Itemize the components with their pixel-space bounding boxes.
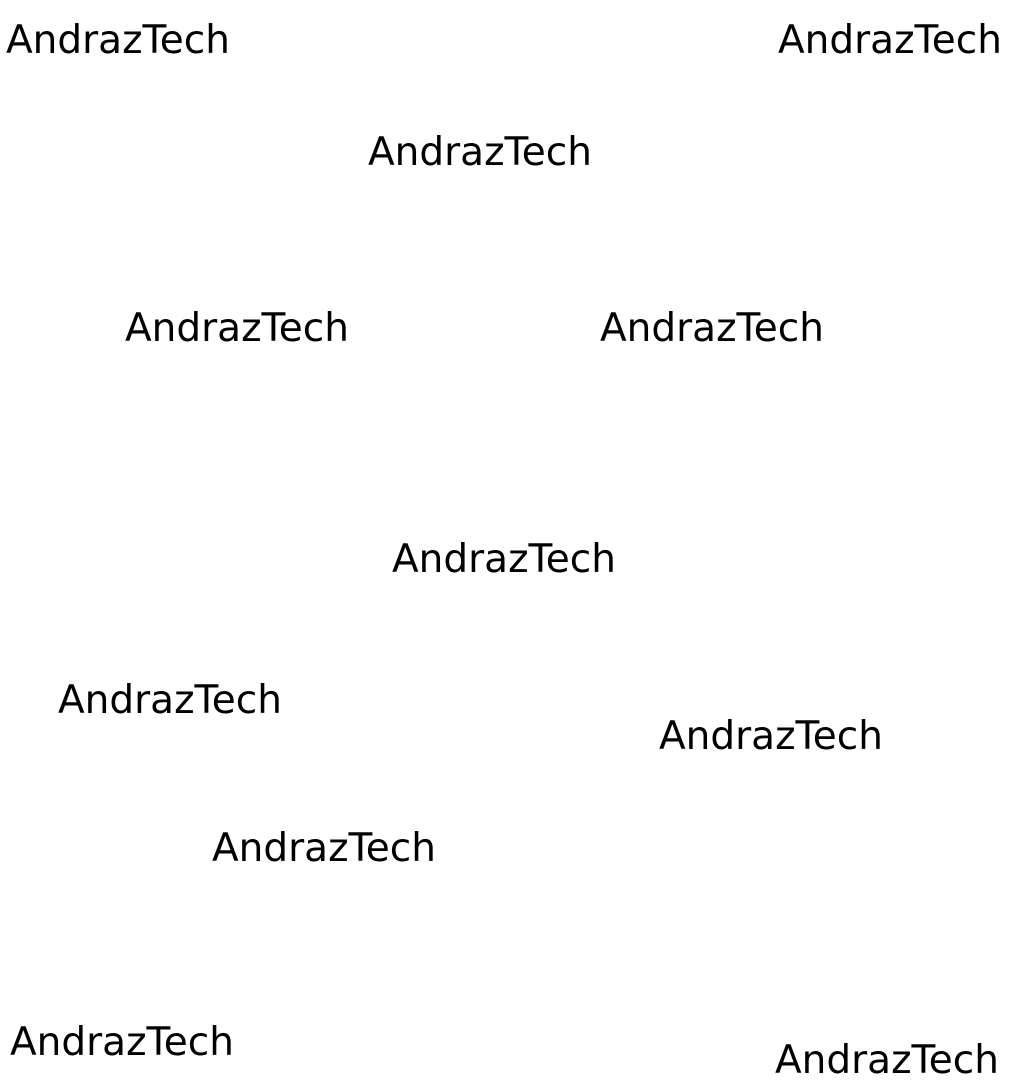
andraztech-text-6: AndrazTech: [392, 537, 616, 582]
andraztech-text-5: AndrazTech: [600, 306, 824, 351]
andraztech-text-11: AndrazTech: [775, 1038, 999, 1080]
andraztech-text-1: AndrazTech: [6, 18, 230, 63]
andraztech-text-7: AndrazTech: [58, 678, 282, 723]
andraztech-text-3: AndrazTech: [368, 130, 592, 175]
andraztech-text-9: AndrazTech: [212, 826, 436, 871]
andraztech-text-8: AndrazTech: [659, 714, 883, 759]
andraztech-text-10: AndrazTech: [10, 1020, 234, 1065]
andraztech-text-2: AndrazTech: [778, 18, 1002, 63]
andraztech-text-4: AndrazTech: [125, 306, 349, 351]
